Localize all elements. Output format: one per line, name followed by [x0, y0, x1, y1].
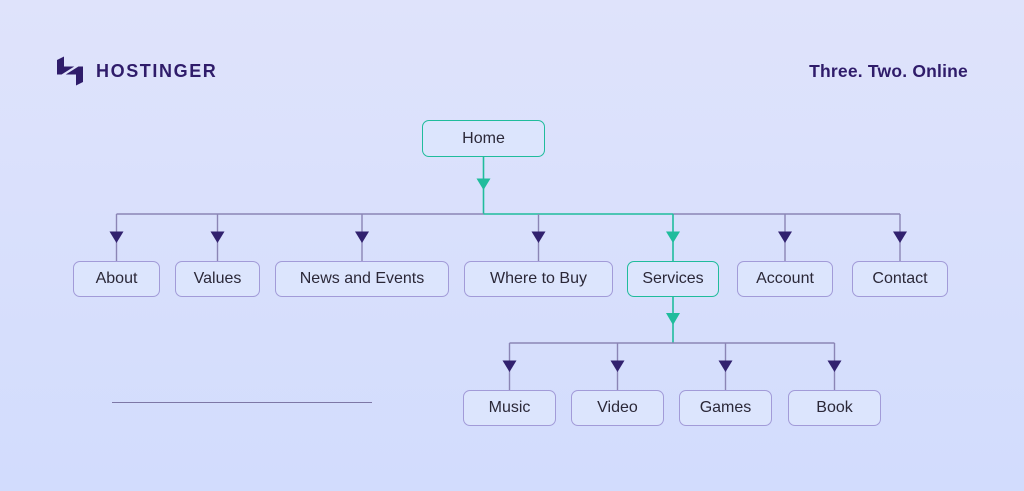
- services-subtree-connectors: [502, 297, 842, 390]
- node-video[interactable]: Video: [571, 390, 664, 426]
- arrow-down-icon: [476, 178, 491, 190]
- arrow-down-icon: [778, 231, 792, 243]
- arrow-down-icon: [666, 231, 680, 243]
- node-news-and-events[interactable]: News and Events: [275, 261, 449, 297]
- arrow-down-icon: [502, 360, 517, 372]
- arrow-down-icon: [610, 360, 625, 372]
- brand-wordmark: HOSTINGER: [96, 60, 218, 81]
- arrow-down-icon: [893, 231, 907, 243]
- arrow-down-icon: [666, 313, 680, 325]
- divider-line: [112, 402, 372, 403]
- node-services[interactable]: Services: [627, 261, 719, 297]
- arrow-down-icon: [531, 231, 546, 243]
- hostinger-logo-icon: [57, 56, 83, 86]
- main-tree-connectors: [109, 157, 907, 261]
- brand-header: HOSTINGER: [55, 54, 217, 88]
- node-about[interactable]: About: [73, 261, 160, 297]
- node-where-to-buy[interactable]: Where to Buy: [464, 261, 613, 297]
- arrow-down-icon: [210, 231, 225, 243]
- node-values[interactable]: Values: [175, 261, 260, 297]
- node-account[interactable]: Account: [737, 261, 833, 297]
- node-book[interactable]: Book: [788, 390, 881, 426]
- arrow-down-icon: [109, 231, 124, 243]
- node-music[interactable]: Music: [463, 390, 556, 426]
- arrow-down-icon: [718, 360, 733, 372]
- arrow-down-icon: [827, 360, 842, 372]
- arrow-down-icon: [355, 231, 369, 243]
- node-home[interactable]: Home: [422, 120, 545, 157]
- node-contact[interactable]: Contact: [852, 261, 948, 297]
- node-games[interactable]: Games: [679, 390, 772, 426]
- brand-tagline: Three. Two. Online: [809, 61, 968, 81]
